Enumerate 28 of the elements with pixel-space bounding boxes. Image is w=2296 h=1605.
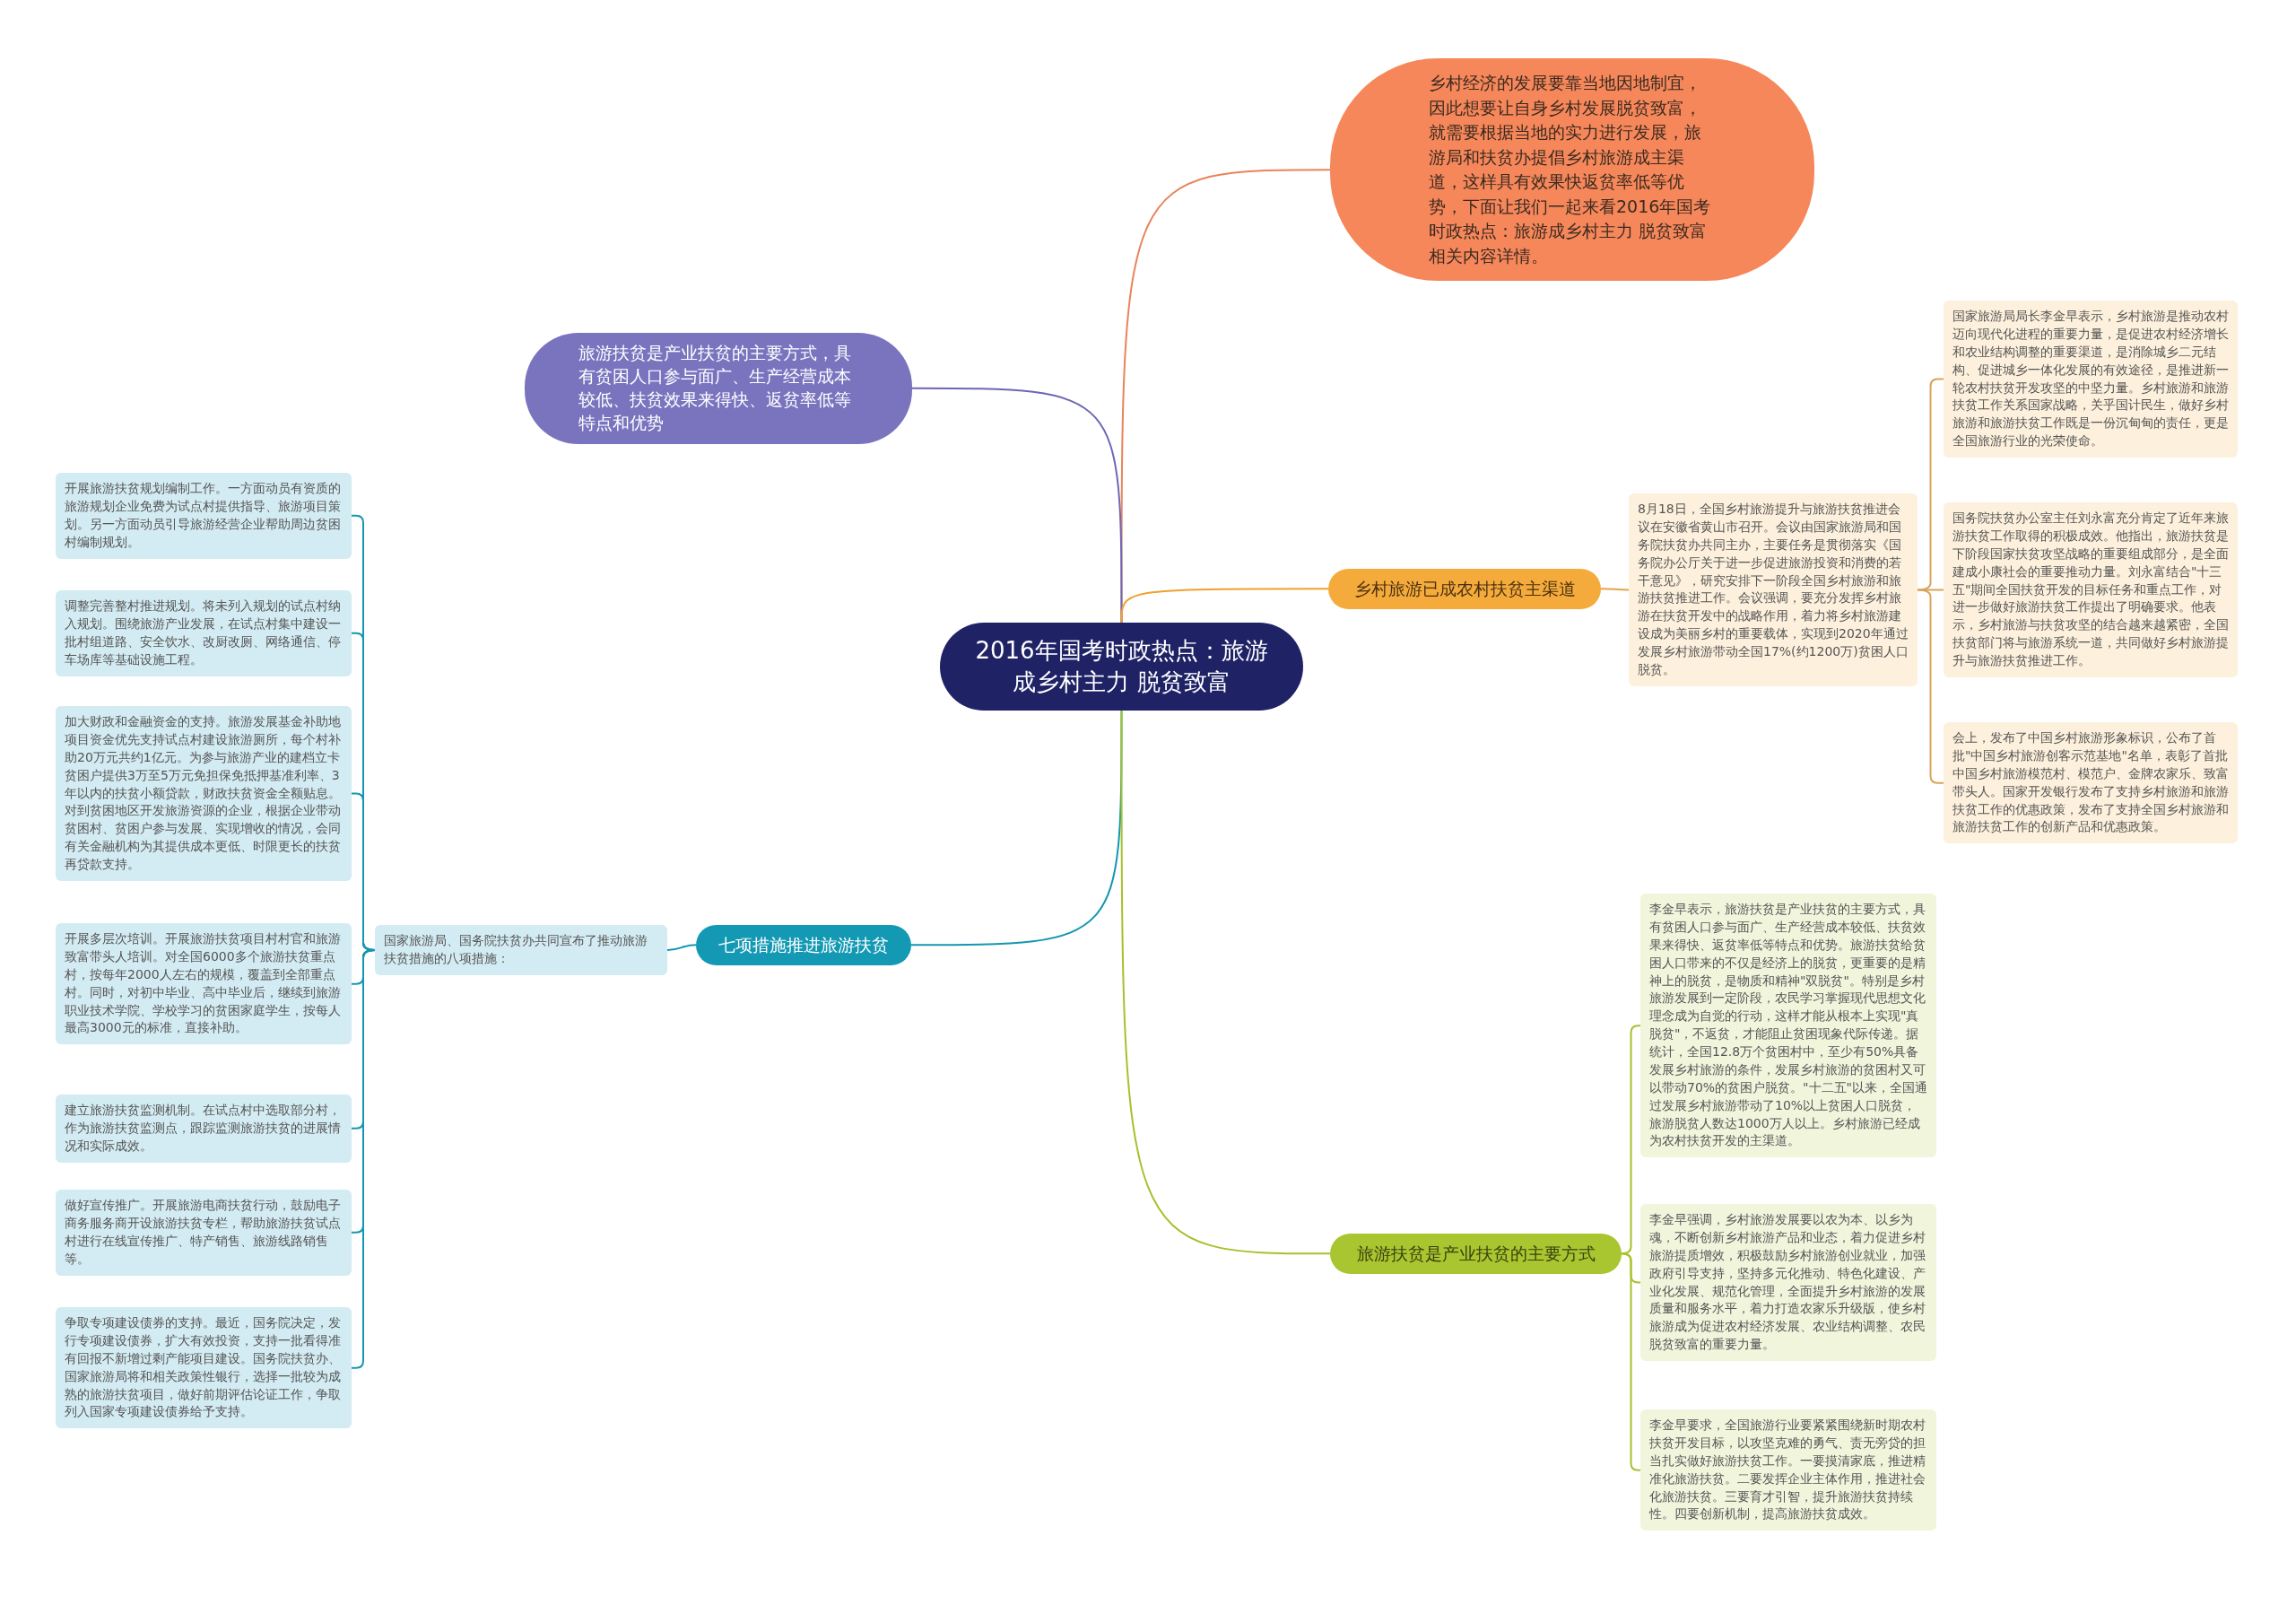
note-card: 加大财政和金融资金的支持。旅游发展基金补助地项目资金优先支持试点村建设旅游厕所，每个村补助20万元共约1亿元。为参与旅游产业的建档立卡贫困户提供3万至5万元免担保免抵押基准利率、3年以内的扶贫小额贷款，财政扶贫资金全额贴息。对到贫困地区开发旅游资源的企业，根据企业带动贫困村、贫困户参与发展、实现增收的情况，会同有关金融机构为其提供成本更低、时限更长的扶贫再贷款支持。: [56, 706, 352, 881]
connector-line: [1120, 169, 1331, 624]
branch-topic: 乡村旅游已成农村扶贫主渠道: [1328, 569, 1601, 609]
note-card: 调整完善整村推进规划。将未列入规划的试点村纳入规划。围绕旅游产业发展，在试点村集中建设一批村组道路、安全饮水、改厨改厕、网络通信、停车场库等基础设施工程。: [56, 590, 352, 676]
connector-line: [910, 710, 1123, 946]
branch-topic: 旅游扶贫是产业扶贫的主要方式: [1330, 1234, 1622, 1274]
connector-line: [1120, 588, 1329, 624]
note-card: 国务院扶贫办公室主任刘永富充分肯定了近年来旅游扶贫工作取得的积极成效。他指出，旅游扶贫是下阶段国家扶贫攻坚战略的重要组成部分，是全面建成小康社会的重要推动力量。刘永富结合"十三五"期间全国扶贫开发的目标任务和重点工作，对进一步做好旅游扶贫工作提出了明确要求。他表示，乡村旅游与扶贫攻坚的结合越来越紧密，全国扶贫部门将与旅游系统一道，共同做好乡村旅游提升与旅游扶贫推进工作。: [1944, 502, 2238, 677]
note-card: 建立旅游扶贫监测机制。在试点村中选取部分村，作为旅游扶贫监测点，跟踪监测旅游扶贫的进展情况和实际成效。: [56, 1095, 352, 1163]
note-card: 会上，发布了中国乡村旅游形象标识，公布了首批"中国乡村旅游创客示范基地"名单，表彰了首批中国乡村旅游模范村、模范户、金牌农家乐、致富带头人。国家开发银行发布了支持乡村旅游和旅游扶贫工作的优惠政策，发布了支持全国乡村旅游和旅游扶贫工作的创新产品和优惠政策。: [1944, 722, 2238, 844]
note-card: 国家旅游局局长李金早表示，乡村旅游是推动农村迈向现代化进程的重要力量，是促进农村经济增长和农业结构调整的重要渠道，是消除城乡二元结构、促进城乡一体化发展的有效途径，是推进新一轮农村扶贫开发攻坚的中坚力量。乡村旅游和旅游扶贫工作关系国家战略，关乎国计民生，做好乡村旅游和旅游扶贫工作既是一份沉甸甸的责任，更是全国旅游行业的光荣使命。: [1944, 301, 2238, 458]
connector-line: [1600, 588, 1630, 591]
note-card: 李金早表示，旅游扶贫是产业扶贫的主要方式，具有贫困人口参与面广、生产经营成本较低、扶贫效果来得快、返贫率低等特点和优势。旅游扶贫给贫困人口带来的不仅是经济上的脱贫，更重要的是精神上的脱贫，是物质和精神"双脱贫"。特别是乡村旅游发展到一定阶段，农民学习掌握现代思想文化理念成为自觉的行动，这样才能从根本上实现"真脱贫"，不返贫，才能阻止贫困现象代际传递。据统计，全国12.8万个贫困村中，至少有50%具备发展乡村旅游的条件，发展乡村旅游的贫困村又可以带动70%的贫困户脱贫。"十二五"以来，全国通过发展乡村旅游带动了10%以上贫困人口脱贫，旅游脱贫人数达1000万人以上。乡村旅游已经成为农村扶贫开发的主渠道。: [1640, 894, 1936, 1158]
connector-line: [1621, 1252, 1641, 1471]
note-card: 争取专项建设债券的支持。最近，国务院决定，发行专项建设债券，扩大有效投资，支持一批看得准有回报不新增过剩产能项目建设。国务院扶贫办、国家旅游局将和相关政策性银行，选择一批较为成熟的旅游扶贫项目，做好前期评估论证工作，争取列入国家专项建设债券给予支持。: [56, 1307, 352, 1429]
note-card: 李金早要求，全国旅游行业要紧紧围绕新时期农村扶贫开发目标，以攻坚克难的勇气、责无旁贷的担当扎实做好旅游扶贫工作。一要摸清家底，推进精准化旅游扶贫。二要发挥企业主体作用，推进社会化旅游扶贫。三要育才引智，提升旅游扶贫持续性。四要创新机制，提高旅游扶贫成效。: [1640, 1409, 1936, 1531]
note-card: 国家旅游局、国务院扶贫办共同宣布了推动旅游扶贫措施的八项措施：: [375, 925, 667, 975]
central-topic: 2016年国考时政热点：旅游成乡村主力 脱贫致富: [940, 623, 1303, 711]
note-card: 8月18日，全国乡村旅游提升与旅游扶贫推进会议在安徽省黄山市召开。会议由国家旅游局和国务院扶贫办共同主办，主要任务是贯彻落实《国务院办公厅关于进一步促进旅游投资和消费的若干意见》，研究安排下一阶段全国乡村旅游和旅游扶贫推进工作。会议强调，要充分发挥乡村旅游在扶贫开发中的战略作用，着力将乡村旅游建设成为美丽乡村的重要载体，实现到2020年通过发展乡村旅游带动全国17%(约1200万)贫困人口脱贫。: [1629, 493, 1918, 686]
topic-bubble: 旅游扶贫是产业扶贫的主要方式，具有贫困人口参与面广、生产经营成本较低、扶贫效果来得快、返贫率低等特点和优势: [525, 333, 912, 444]
note-card: 做好宣传推广。开展旅游电商扶贫行动，鼓励电子商务服务商开设旅游扶贫专栏，帮助旅游扶贫试点村进行在线宣传推广、特产销售、旅游线路销售等。: [56, 1190, 352, 1276]
branch-topic: 七项措施推进旅游扶贫: [696, 925, 911, 965]
note-card: 李金早强调，乡村旅游发展要以农为本、以乡为魂，不断创新乡村旅游产品和业态，着力促进乡村旅游提质增效，积极鼓励乡村旅游创业就业，加强政府引导支持，坚持多元化推动、特色化建设、产业化发展、规范化管理，全面提升乡村旅游的发展质量和服务水平，着力打造农家乐升级版，使乡村旅游成为促进农村经济发展、农业结构调整、农民脱贫致富的重要力量。: [1640, 1204, 1936, 1361]
note-card: 开展多层次培训。开展旅游扶贫项目村村官和旅游致富带头人培训。对全国6000多个旅游扶贫重点村，按每年2000人左右的规模，覆盖到全部重点村。同时，对初中毕业、高中毕业后，继续到旅游职业技术学院、学校学习的贫困家庭学生，按每人最高3000元的标准，直接补助。: [56, 923, 352, 1045]
connector-line: [1120, 710, 1331, 1255]
connector-line: [666, 944, 697, 951]
intro-bubble: 乡村经济的发展要靠当地因地制宜，因此想要让自身乡村发展脱贫致富，就需要根据当地的实力进行发展，旅游局和扶贫办提倡乡村旅游成主渠道，这样具有效果快返贫率低等优势，下面让我们一起来看2016年国考时政热点：旅游成乡村主力 脱贫致富相关内容详情。: [1330, 58, 1814, 282]
note-card: 开展旅游扶贫规划编制工作。一方面动员有资质的旅游规划企业免费为试点村提供指导、旅游项目策划。另一方面动员引导旅游经营企业帮助周边贫困村编制规划。: [56, 473, 352, 559]
